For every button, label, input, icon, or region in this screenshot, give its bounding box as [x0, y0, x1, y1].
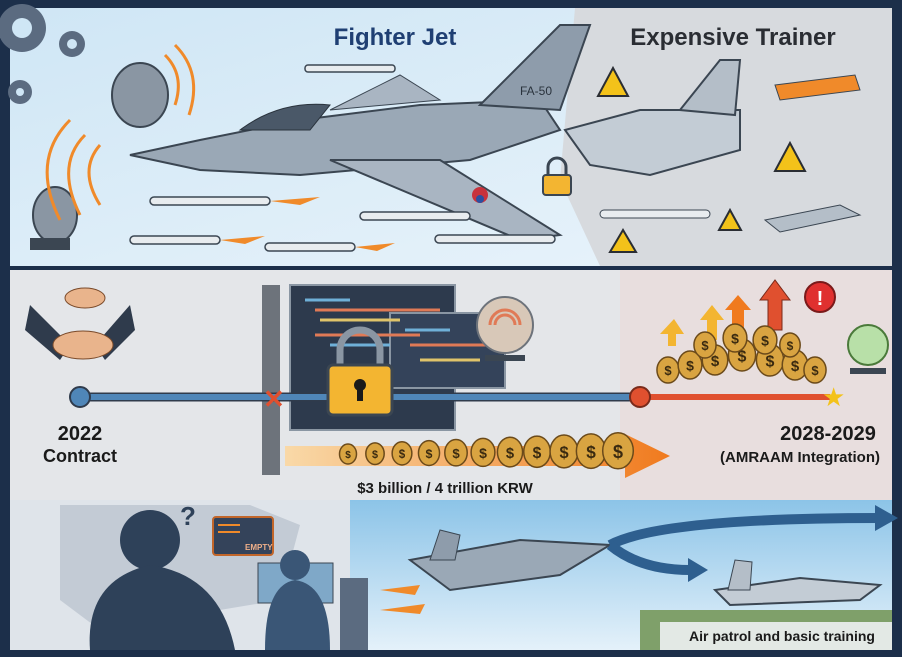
question-mark-icon: ?	[180, 501, 196, 531]
dollar-sign: $	[613, 442, 623, 462]
antenna-icon	[476, 296, 534, 361]
money-bags: $ $ $ $ $ $ $ $ $ $ $	[338, 432, 635, 470]
money-bag-icon	[391, 441, 413, 466]
bottom-panel: ? EMPTY Air patrol and basic trainin	[10, 500, 898, 650]
barrier-wall	[262, 285, 280, 475]
money-bag-icon	[779, 332, 801, 358]
tail-code-label: FA-50	[520, 84, 552, 98]
money-pile: $$$$$$$$$$$	[656, 323, 827, 384]
cost-label: $3 billion / 4 trillion KRW	[357, 480, 533, 497]
rising-cost-arrows	[660, 279, 791, 346]
dollar-sign: $	[452, 446, 460, 461]
alert-icon: !	[804, 281, 836, 313]
dollar-sign: $	[479, 445, 487, 461]
money-bag-icon	[601, 432, 635, 470]
dollar-sign: $	[811, 363, 819, 378]
arrow-head	[875, 505, 898, 531]
empty-weapons-screen: EMPTY	[212, 516, 274, 556]
top-panel: Fighter Jet Expensive Trainer FA-50	[0, 4, 892, 266]
end-year-label: 2028-2029	[780, 423, 876, 445]
handshake-icon	[25, 287, 135, 360]
dollar-sign: $	[426, 447, 433, 461]
blocked-x-icon: ✕	[263, 384, 285, 414]
arrow-head	[688, 558, 708, 582]
dollar-sign: $	[345, 450, 351, 461]
dollar-sign: $	[559, 444, 568, 462]
lock-icon	[542, 156, 572, 196]
dollar-sign: $	[766, 353, 775, 370]
expensive-trainer-title: Expensive Trainer	[630, 24, 835, 51]
dollar-sign: $	[791, 358, 800, 375]
money-bag-icon	[496, 436, 524, 468]
missiles	[129, 64, 556, 252]
dollar-sign: $	[701, 338, 709, 353]
dollar-sign: $	[506, 446, 515, 462]
money-bag-icon	[803, 356, 827, 384]
svg-text:!: !	[817, 288, 824, 310]
dollar-sign: $	[399, 448, 406, 461]
operator-silhouette	[257, 550, 334, 650]
mission-arrows	[606, 513, 881, 575]
end-event-label: (AMRAAM Integration)	[720, 449, 880, 466]
radar-icon	[847, 324, 889, 374]
timeline-panel: ✕ ★ $$$$$$$$$$$ 2022 Contract 2028-2029 …	[10, 270, 892, 500]
dollar-sign: $	[787, 339, 794, 353]
gear-icon	[0, 4, 85, 104]
timeline-end-marker	[629, 386, 651, 408]
warning-icon	[596, 65, 807, 253]
confused-person-silhouette	[89, 510, 236, 650]
dollar-sign: $	[738, 348, 747, 365]
fighter-jet-title: Fighter Jet	[334, 24, 457, 51]
radar-dish-icon	[30, 43, 196, 250]
money-bag-icon	[470, 437, 496, 468]
money-bag-icon	[752, 325, 778, 355]
dollar-sign: $	[711, 353, 720, 370]
money-bag-icon	[722, 323, 748, 353]
lock-icon	[326, 326, 394, 417]
dollar-sign: $	[372, 449, 378, 461]
svg-text:EMPTY: EMPTY	[245, 543, 273, 552]
building	[340, 578, 368, 650]
money-bag-icon	[338, 443, 358, 465]
money-bag-icon	[677, 350, 703, 380]
dollar-sign: $	[586, 442, 596, 462]
money-bag-icon	[444, 438, 468, 467]
patrol-jet	[380, 529, 614, 614]
fighter-jet-illustration: FA-50	[129, 24, 592, 242]
start-event-label: Contract	[43, 446, 117, 466]
dollar-sign: $	[686, 358, 694, 374]
star-icon: ★	[822, 382, 845, 412]
start-year-label: 2022	[58, 423, 103, 445]
dollar-sign: $	[664, 363, 672, 378]
money-bag-icon	[693, 331, 717, 359]
timeline-start-marker	[69, 386, 91, 408]
dollar-sign: $	[761, 333, 769, 349]
trainer-jet-illustration	[563, 59, 862, 233]
mission-caption: Air patrol and basic training	[689, 628, 875, 644]
trainer-jet-ground	[712, 559, 883, 607]
dollar-sign: $	[533, 445, 542, 462]
dollar-sign: $	[731, 331, 739, 347]
money-bag-icon	[417, 439, 441, 467]
money-bag-icon	[365, 442, 385, 466]
